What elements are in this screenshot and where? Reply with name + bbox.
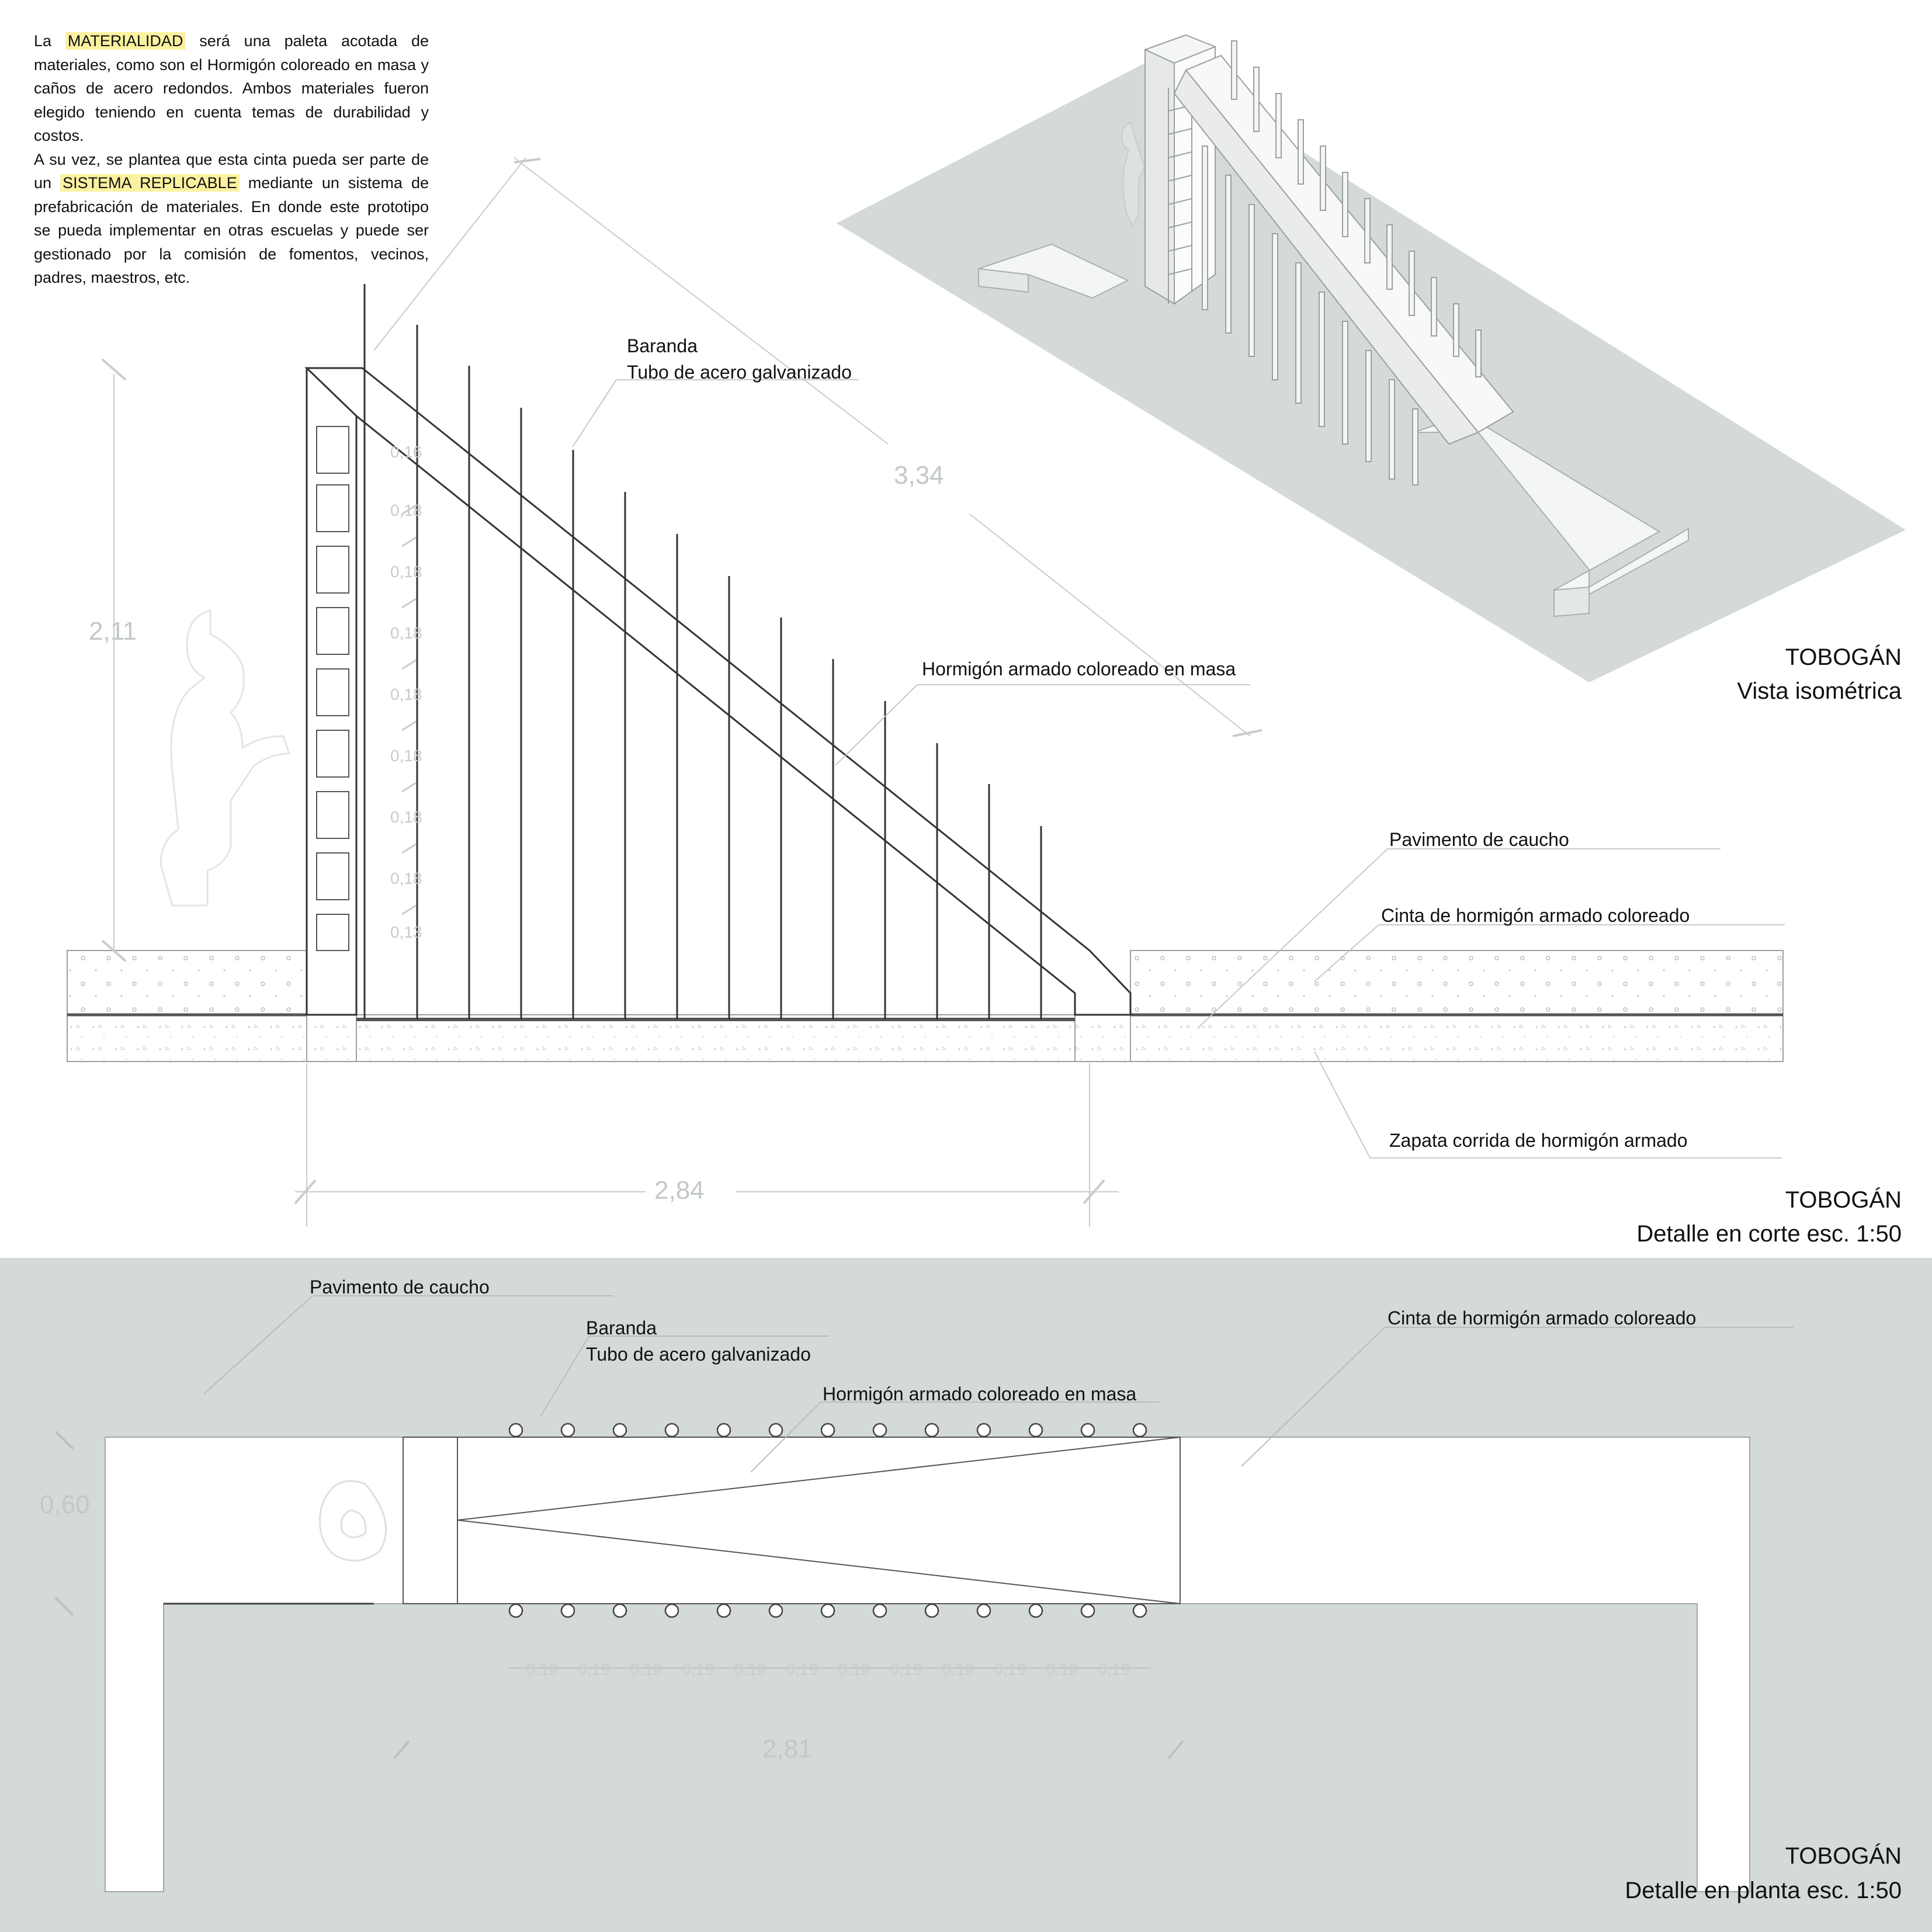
dim-width: 2,84 xyxy=(654,1176,705,1205)
plan-label-cinta: Cinta de hormigón armado coloreado xyxy=(1388,1307,1696,1329)
step-dim: 0,18 xyxy=(390,501,422,519)
post-spacing-dim: 0,19 xyxy=(890,1660,922,1678)
intro-text-1b: será una paleta acotada de materiales, c… xyxy=(34,32,429,144)
section-footing-right xyxy=(1130,1014,1784,1062)
intro-text-2a: A su vez, se plantea que esta cinta pued… xyxy=(34,150,429,192)
section-step-dim-labels: 0,16 0,18 0,18 0,18 0,18 0,18 0,18 0,18 … xyxy=(390,443,422,941)
section-slide-ramp xyxy=(304,367,1132,1016)
dim-slope: 3,34 xyxy=(894,461,944,490)
intro-paragraph: La MATERIALIDAD será una paleta acotada … xyxy=(34,29,429,290)
section-stair-openings xyxy=(316,426,349,951)
step-dim: 0,18 xyxy=(390,685,422,703)
post-spacing-dim: 0,19 xyxy=(578,1660,611,1678)
post-spacing-dim: 0,19 xyxy=(682,1660,714,1678)
iso-tower-front xyxy=(1144,48,1175,305)
isometric-view xyxy=(837,34,1906,682)
post-spacing-dim: 0,19 xyxy=(526,1660,559,1678)
step-dim: 0,16 xyxy=(390,443,422,461)
post-spacing-dim: 0,19 xyxy=(994,1660,1026,1678)
section-paving-left xyxy=(67,950,307,1015)
post-spacing-dim: 0,19 xyxy=(838,1660,870,1678)
plan-slide xyxy=(457,1437,1181,1604)
post-spacing-dim: 0,19 xyxy=(630,1660,663,1678)
step-dim: 0,18 xyxy=(390,869,422,887)
iso-ramp-band xyxy=(1413,414,1689,615)
iso-subtitle: Vista isométrica xyxy=(1737,678,1902,704)
section-title: TOBOGÁN xyxy=(1785,1187,1902,1213)
section-step-ticks xyxy=(401,504,417,915)
post-spacing-dim: 0,19 xyxy=(734,1660,766,1678)
section-footing-center xyxy=(306,1014,1131,1062)
plan-label-hormigon: Hormigón armado coloreado en masa xyxy=(823,1383,1136,1404)
section-view xyxy=(67,284,1784,1062)
plan-subtitle: Detalle en planta esc. 1:50 xyxy=(1625,1878,1902,1903)
iso-child-figure xyxy=(1121,122,1146,228)
iso-ladder xyxy=(1168,82,1192,304)
dim-height: 2,11 xyxy=(89,617,137,646)
iso-slide-side xyxy=(1173,69,1479,445)
highlight-sistema-replicable: SISTEMA REPLICABLE xyxy=(60,174,240,192)
iso-band-end xyxy=(1553,586,1590,618)
plan-label-tubo-acero: Tubo de acero galvanizado xyxy=(586,1344,811,1365)
section-footing-left xyxy=(67,1014,307,1062)
plan-view xyxy=(0,1258,1932,1932)
post-spacing-dim: 0,19 xyxy=(786,1660,818,1678)
label-pavimento-caucho: Pavimento de caucho xyxy=(1389,829,1569,850)
plan-post-spacing-labels: 0,19 0,19 0,19 0,19 0,19 0,19 0,19 0,19 … xyxy=(526,1660,1130,1678)
plan-child-figure xyxy=(319,1480,387,1562)
iso-posts-front xyxy=(1202,145,1418,485)
highlight-materialidad: MATERIALIDAD xyxy=(65,32,186,50)
plan-slide-taper xyxy=(457,1437,1181,1604)
plan-posts-bottom xyxy=(508,1603,1147,1618)
label-cinta-hormigon: Cinta de hormigón armado coloreado xyxy=(1381,905,1690,926)
step-dim: 0,13 xyxy=(390,923,422,941)
post-spacing-dim: 0,19 xyxy=(942,1660,974,1678)
plan-leaders xyxy=(204,1295,1794,1473)
section-railing-posts xyxy=(363,284,1042,1019)
dim-plan-length: 2,81 xyxy=(762,1735,813,1763)
iso-posts-back xyxy=(1231,40,1482,377)
label-tubo-acero: Tubo de acero galvanizado xyxy=(627,362,852,383)
iso-band-front xyxy=(978,268,1029,293)
step-dim: 0,18 xyxy=(390,747,422,765)
step-dim: 0,18 xyxy=(390,624,422,642)
plan-dimensions xyxy=(54,1430,1184,1760)
step-dim: 0,18 xyxy=(390,808,422,826)
plan-platform xyxy=(403,1437,458,1604)
section-paving-right xyxy=(1130,950,1784,1015)
intro-text-1a: La xyxy=(34,32,52,50)
section-subtitle: Detalle en corte esc. 1:50 xyxy=(1636,1221,1902,1247)
iso-title: TOBOGÁN xyxy=(1785,644,1902,670)
plan-label-pavimento: Pavimento de caucho xyxy=(310,1277,490,1298)
label-zapata-corrida: Zapata corrida de hormigón armado xyxy=(1389,1130,1688,1151)
post-spacing-dim: 0,19 xyxy=(1046,1660,1078,1678)
post-spacing-dim: 0,19 xyxy=(1098,1660,1130,1678)
plan-title: TOBOGÁN xyxy=(1785,1843,1902,1869)
section-leaders xyxy=(572,379,1785,1158)
plan-label-baranda: Baranda xyxy=(586,1317,657,1338)
label-baranda: Baranda xyxy=(627,335,698,356)
label-hormigon-coloreado: Hormigón armado coloreado en masa xyxy=(922,658,1236,679)
dim-plan-depth: 0,60 xyxy=(40,1490,90,1519)
intro-text-2b: mediante un sistema de prefabricación de… xyxy=(34,174,429,286)
section-child-figure xyxy=(159,609,291,907)
plan-posts-top xyxy=(508,1423,1147,1438)
step-dim: 0,18 xyxy=(390,563,422,581)
section-dimensions xyxy=(101,157,1262,1227)
